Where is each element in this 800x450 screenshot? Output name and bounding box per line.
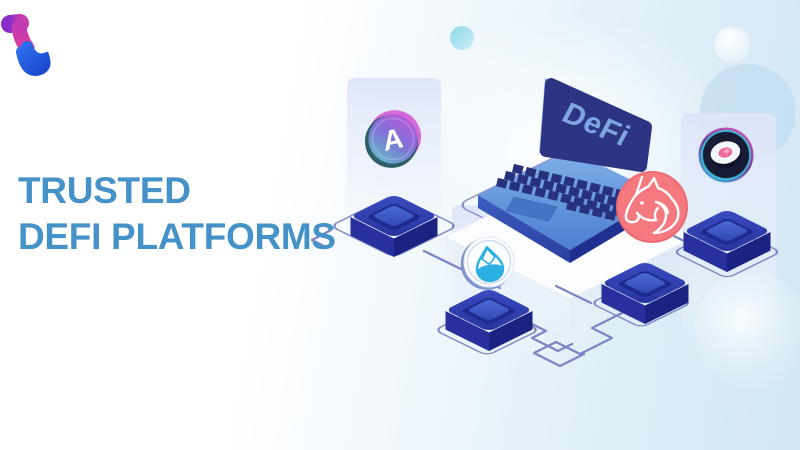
- coins: A: [364, 110, 754, 290]
- trace-zigzag-1: [518, 316, 574, 353]
- aave-coin-icon: A: [364, 110, 422, 168]
- page-title: TRUSTED DEFI PLATFORMS: [18, 168, 358, 260]
- decor-sphere-top-right: [714, 27, 750, 63]
- trace-zigzag-2: [532, 308, 630, 368]
- laptop-screen: [540, 78, 652, 172]
- hero-title-block: TRUSTED DEFI PLATFORMS: [18, 168, 358, 260]
- lido-coin-icon: [460, 236, 515, 290]
- title-line-1: TRUSTED: [18, 170, 191, 211]
- laptop-base-front-left: [478, 195, 570, 263]
- unicorn-glyph: [624, 175, 680, 235]
- uniswap-coin-icon: [616, 171, 688, 243]
- trace-center-slab: [554, 284, 593, 305]
- title-line-2: DEFI PLATFORMS: [18, 216, 336, 257]
- decor-dot-cyan: [450, 26, 474, 50]
- aave-glyph: A: [381, 122, 405, 157]
- sushiswap-coin-icon: [698, 127, 754, 183]
- trace-left-stub: [310, 228, 333, 248]
- t-mark-logo-icon: [1, 12, 51, 77]
- laptop-touchpad: [505, 196, 558, 222]
- laptop: DeFi: [478, 78, 662, 263]
